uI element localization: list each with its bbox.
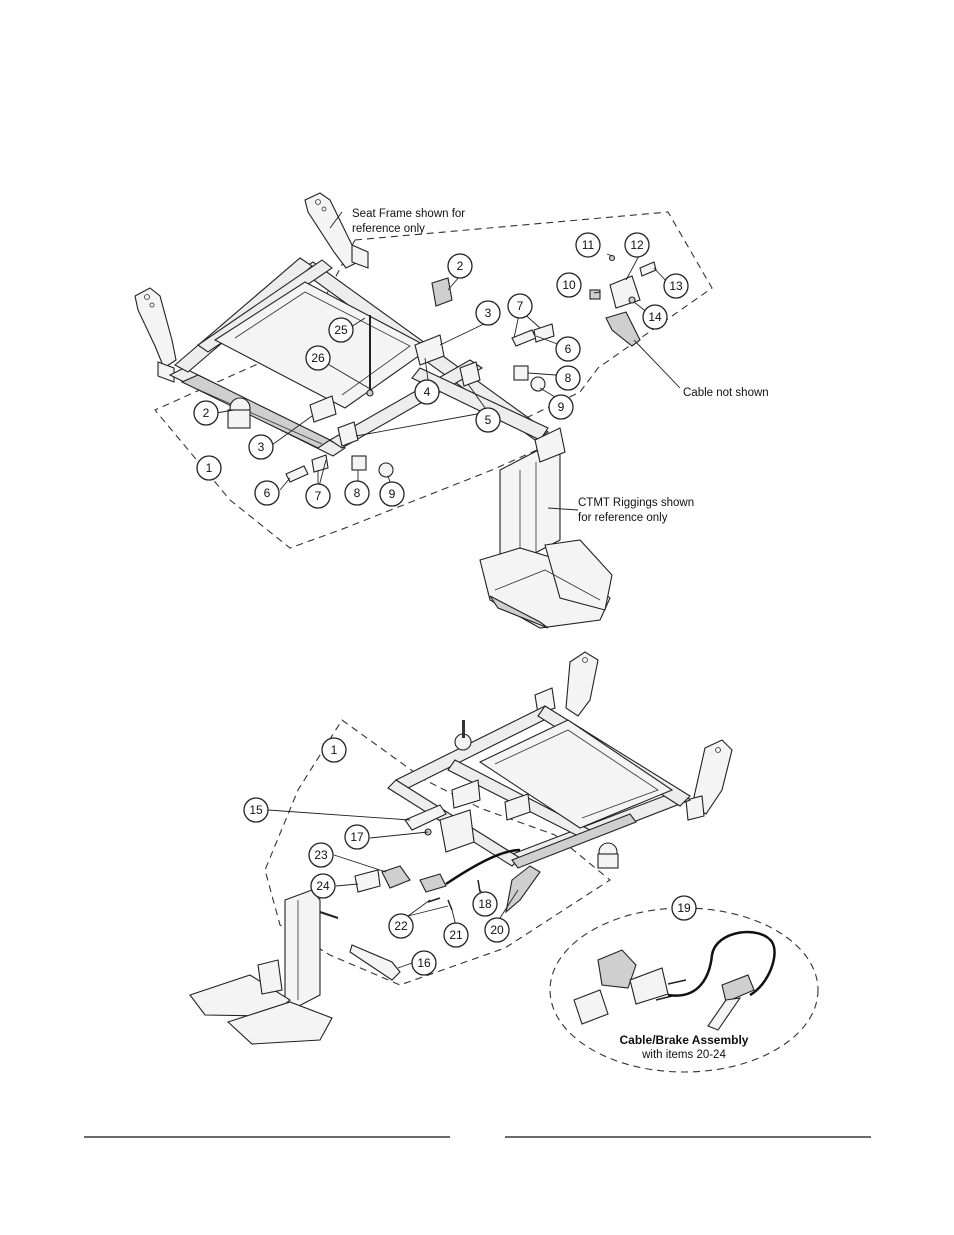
svg-text:18: 18 bbox=[478, 897, 492, 911]
callout-6-top-right: 6 bbox=[555, 336, 581, 362]
seat-frame-bottom bbox=[387, 651, 733, 869]
callout-17: 17 bbox=[344, 824, 370, 850]
callout-22: 22 bbox=[388, 913, 414, 939]
svg-text:25: 25 bbox=[334, 323, 348, 337]
svg-text:23: 23 bbox=[314, 848, 328, 862]
callout-15: 15 bbox=[243, 797, 269, 823]
assembly-boundary-top bbox=[154, 211, 713, 549]
callout-14: 14 bbox=[642, 304, 668, 330]
callout-19: 19 bbox=[671, 895, 697, 921]
svg-text:21: 21 bbox=[449, 928, 463, 942]
svg-text:16: 16 bbox=[417, 956, 431, 970]
note-ctmt-line2: for reference only bbox=[578, 512, 668, 524]
callout-3-top-right: 3 bbox=[475, 300, 501, 326]
bottom-hardware bbox=[349, 804, 541, 981]
callout-8-top-right: 8 bbox=[555, 365, 581, 391]
svg-text:12: 12 bbox=[630, 238, 644, 252]
callout-24: 24 bbox=[310, 873, 336, 899]
svg-text:6: 6 bbox=[565, 342, 572, 356]
callout-2-top-right: 2 bbox=[447, 253, 473, 279]
assembly-boundary-bottom bbox=[264, 719, 611, 986]
callout-20: 20 bbox=[484, 917, 510, 943]
top-exploded-view: 1 2 2 3 3 4 5 6 6 7 7 8 8 9 9 10 11 12 1… bbox=[134, 192, 769, 629]
callout-12: 12 bbox=[624, 232, 650, 258]
svg-text:20: 20 bbox=[490, 923, 504, 937]
svg-text:17: 17 bbox=[350, 830, 364, 844]
svg-text:26: 26 bbox=[311, 351, 325, 365]
callout-4-top: 4 bbox=[414, 379, 440, 405]
ctmt-riggings bbox=[479, 427, 613, 629]
svg-text:19: 19 bbox=[677, 901, 691, 915]
callout-9-top-right: 9 bbox=[548, 394, 574, 420]
svg-text:15: 15 bbox=[249, 803, 263, 817]
callout-1-bottom: 1 bbox=[321, 737, 347, 763]
top-notes: Seat Frame shown for reference only Cabl… bbox=[352, 208, 769, 524]
svg-text:2: 2 bbox=[457, 259, 464, 273]
detail-title: Cable/Brake Assembly bbox=[620, 1033, 749, 1047]
bottom-exploded-view: Cable/Brake Assembly with items 20-24 1 … bbox=[189, 651, 819, 1073]
svg-text:8: 8 bbox=[354, 486, 361, 500]
svg-text:7: 7 bbox=[315, 489, 322, 503]
top-callouts: 1 2 2 3 3 4 5 6 6 7 7 8 8 9 9 10 11 12 1… bbox=[193, 232, 689, 509]
callout-8-top-left: 8 bbox=[344, 480, 370, 506]
callout-10: 10 bbox=[556, 272, 582, 298]
svg-text:9: 9 bbox=[558, 400, 565, 414]
svg-text:24: 24 bbox=[316, 879, 330, 893]
note-cable-not-shown: Cable not shown bbox=[683, 387, 769, 399]
svg-text:5: 5 bbox=[485, 413, 492, 427]
callout-2-top-left: 2 bbox=[193, 400, 219, 426]
callout-11: 11 bbox=[575, 232, 601, 258]
note-ctmt-line1: CTMT Riggings shown bbox=[578, 497, 694, 509]
ctmt-riggings-bottom bbox=[189, 889, 339, 1045]
callout-25: 25 bbox=[328, 317, 354, 343]
callout-9-top-left: 9 bbox=[379, 481, 405, 507]
svg-text:1: 1 bbox=[331, 743, 338, 757]
callout-26: 26 bbox=[305, 345, 331, 371]
svg-text:2: 2 bbox=[203, 406, 210, 420]
cable-brake-detail: Cable/Brake Assembly with items 20-24 bbox=[549, 907, 819, 1073]
note-seat-frame-line2: reference only bbox=[352, 223, 425, 235]
callout-5-top: 5 bbox=[475, 407, 501, 433]
callout-7-top-right: 7 bbox=[507, 293, 533, 319]
callout-18: 18 bbox=[472, 891, 498, 917]
svg-text:4: 4 bbox=[424, 385, 431, 399]
callout-6-top-left: 6 bbox=[254, 480, 280, 506]
svg-text:10: 10 bbox=[562, 278, 576, 292]
svg-text:22: 22 bbox=[394, 919, 408, 933]
svg-text:11: 11 bbox=[582, 238, 595, 252]
callout-23: 23 bbox=[308, 842, 334, 868]
detail-boundary bbox=[549, 907, 819, 1073]
callout-13: 13 bbox=[663, 273, 689, 299]
detail-subtitle: with items 20-24 bbox=[641, 1049, 726, 1061]
callout-1-top: 1 bbox=[196, 455, 222, 481]
svg-text:3: 3 bbox=[485, 306, 492, 320]
bottom-callouts: 1 15 16 17 18 19 20 21 22 23 24 bbox=[243, 737, 697, 976]
svg-text:3: 3 bbox=[258, 440, 265, 454]
svg-text:8: 8 bbox=[565, 371, 572, 385]
top-hardware bbox=[227, 254, 657, 483]
svg-text:14: 14 bbox=[648, 310, 662, 324]
svg-text:6: 6 bbox=[264, 486, 271, 500]
callout-7-top-left: 7 bbox=[305, 483, 331, 509]
callout-3-top-left: 3 bbox=[248, 434, 274, 460]
note-seat-frame-line1: Seat Frame shown for bbox=[352, 208, 465, 220]
svg-text:13: 13 bbox=[669, 279, 683, 293]
callout-16: 16 bbox=[411, 950, 437, 976]
svg-text:9: 9 bbox=[389, 487, 396, 501]
bottom-leaders bbox=[267, 809, 519, 969]
svg-text:7: 7 bbox=[517, 299, 524, 313]
svg-text:1: 1 bbox=[206, 461, 213, 475]
callout-21: 21 bbox=[443, 922, 469, 948]
